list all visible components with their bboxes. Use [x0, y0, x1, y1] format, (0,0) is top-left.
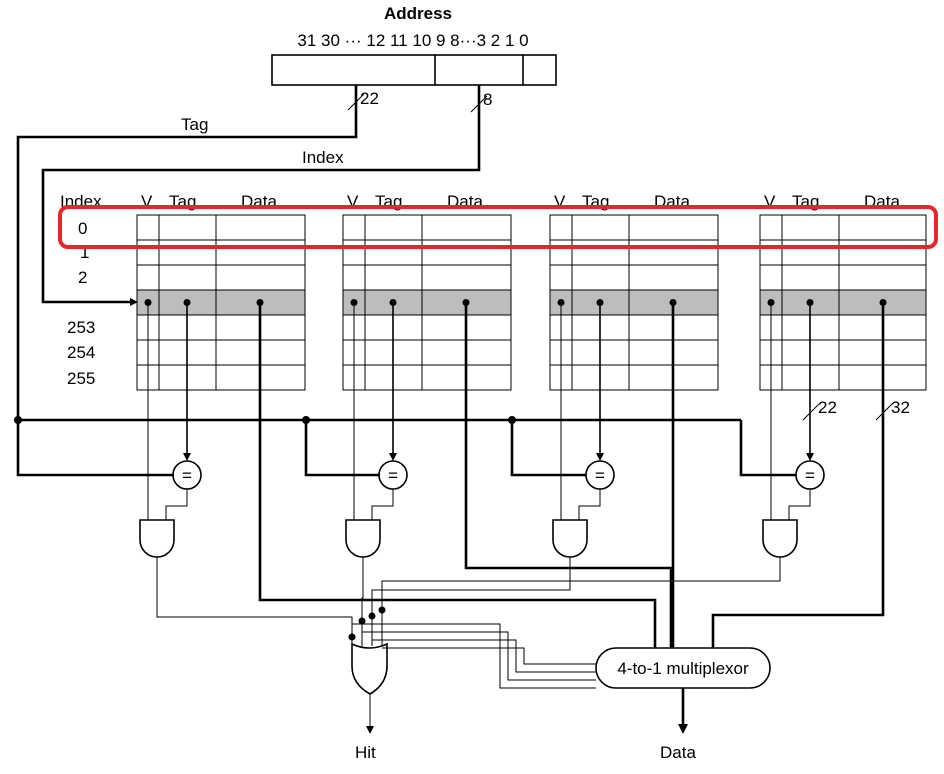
row-label-255: 255 [67, 369, 95, 388]
data-bus-width-label: 32 [891, 398, 910, 417]
way-1-and-gate [345, 519, 381, 558]
way-2-comparator-symbol: = [595, 466, 605, 485]
tag-signal-label: Tag [181, 115, 208, 134]
way-3-select-to-mux [382, 647, 596, 665]
way-3-selected-row [760, 290, 926, 315]
way-1-select-to-mux [362, 631, 596, 681]
way-1-comparator-to-and [371, 489, 394, 520]
index-width-slash [470, 95, 488, 113]
way-2-hit-to-or [371, 557, 571, 646]
way-3-comparator-symbol: = [805, 466, 815, 485]
tag-bus-branch-1 [304, 420, 380, 477]
row-0-highlight [58, 205, 938, 249]
hit-arrowhead [366, 726, 374, 734]
data-output-arrowhead [678, 724, 688, 734]
address-register [271, 54, 557, 86]
way-3-table [759, 214, 927, 391]
way-0-data-to-mux [258, 302, 657, 648]
way-1-or-junction [358, 617, 366, 625]
tag-width-slash [347, 93, 365, 111]
way-1-selected-row [343, 290, 511, 315]
tag-bus-width-slash [802, 403, 820, 421]
cache-way-1 [342, 214, 512, 391]
index-signal-wire [41, 85, 481, 304]
way-0-comparator-to-and [165, 489, 188, 520]
way-1-table [342, 214, 512, 391]
cache-way-3 [759, 214, 927, 391]
row-label-0: 0 [78, 219, 87, 238]
tag-bus-width-label: 22 [818, 398, 837, 417]
way-0-table [136, 214, 306, 391]
way-3-and-gate [762, 519, 798, 558]
way-2-or-junction [368, 612, 376, 620]
hit-logic: = = = = [139, 302, 885, 689]
way-2-comparator-arrow [596, 453, 604, 461]
way-1-comparator-symbol: = [388, 466, 398, 485]
row-label-2: 2 [78, 268, 87, 287]
way-0-selected-row [137, 290, 305, 315]
way-2-and-gate [552, 519, 588, 558]
row-label-1: 1 [80, 243, 89, 262]
tag-signal-wire [16, 85, 358, 477]
cache-way-0 [136, 214, 306, 391]
or-gate [351, 642, 388, 695]
row-label-253: 253 [67, 318, 95, 337]
way-0-select-to-mux [352, 623, 596, 689]
way-3-hit-to-or [381, 557, 781, 646]
index-signal-label: Index [302, 148, 344, 167]
index-arrowhead [130, 298, 138, 306]
way-2-select-to-mux [372, 639, 596, 673]
way-0-and-gate [139, 519, 175, 558]
tag-bus-branch-3 [739, 420, 796, 477]
way-1-hit-to-or [361, 557, 364, 646]
way-0-comparator-arrow [183, 453, 191, 461]
way-3-comparator-arrow [806, 453, 814, 461]
tag-width-label: 22 [360, 89, 379, 108]
way-1-data-to-mux [464, 302, 673, 648]
way-3-comparator-to-and [788, 489, 811, 520]
way-3-or-junction [378, 606, 386, 614]
way-0-hit-to-or [156, 557, 353, 646]
tag-bus-branch-2 [510, 420, 586, 477]
address-title: Address [384, 4, 452, 23]
multiplexor-label: 4-to-1 multiplexor [617, 659, 749, 678]
row-label-254: 254 [67, 343, 95, 362]
way-0-comparator-symbol: = [182, 466, 192, 485]
address-bit-numbers: 31 30 ··· 12 11 10 9 8···3 2 1 0 [297, 31, 528, 50]
way-0-or-junction [348, 633, 356, 641]
way-2-table [549, 214, 719, 391]
way-3-data-to-mux [711, 302, 885, 648]
way-1-comparator-arrow [389, 453, 397, 461]
index-width-label: 8 [483, 90, 492, 109]
way-2-selected-row [550, 290, 718, 315]
hit-output-label: Hit [355, 743, 376, 762]
tag-bus-junction-0 [14, 416, 22, 424]
data-output-label: Data [660, 743, 696, 762]
cache-way-2 [549, 214, 719, 391]
cache-ways [136, 214, 927, 391]
way-2-comparator-to-and [578, 489, 601, 520]
